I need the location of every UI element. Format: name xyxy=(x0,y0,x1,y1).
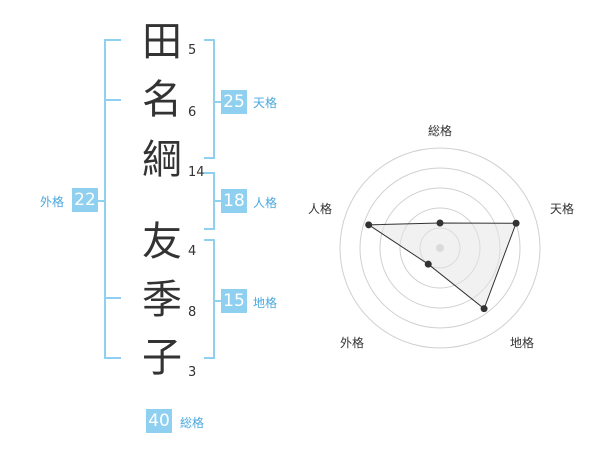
name-char-6: 子 xyxy=(142,335,182,381)
stroke-count-6: 3 xyxy=(188,365,197,380)
radar-points xyxy=(365,219,520,313)
stroke-count-3: 14 xyxy=(188,165,205,180)
stroke-count-1: 5 xyxy=(188,43,197,58)
stroke-count-2: 6 xyxy=(188,105,197,120)
radar-point-2 xyxy=(512,219,520,227)
gaikaku-label: 外格 xyxy=(40,195,65,209)
stroke-count-5: 8 xyxy=(188,305,197,320)
tenkaku-label: 天格 xyxy=(253,96,278,110)
name-char-3: 綱 xyxy=(142,137,182,183)
gaikaku-value: 22 xyxy=(72,188,98,212)
soukaku-value: 40 xyxy=(146,409,172,433)
name-char-2: 名 xyxy=(142,77,182,123)
radar-axis-label-jinkaku: 人格 xyxy=(308,202,333,216)
tenkaku-value: 25 xyxy=(221,90,247,114)
radar-grid xyxy=(339,147,541,349)
chikaku-label: 地格 xyxy=(253,296,278,310)
name-char-4: 友 xyxy=(142,219,182,265)
radar-point-1 xyxy=(436,219,444,227)
radar-point-5 xyxy=(365,221,373,229)
jinkaku-value: 18 xyxy=(221,189,247,213)
radar-polygon xyxy=(367,222,517,310)
soukaku-label: 総格 xyxy=(180,416,205,430)
radar-point-3 xyxy=(480,305,488,313)
radar-axis-label-soukaku: 総格 xyxy=(428,124,453,138)
chikaku-value: 15 xyxy=(221,289,247,313)
radar-point-4 xyxy=(424,260,432,268)
stroke-count-4: 4 xyxy=(188,244,197,259)
name-char-1: 田 xyxy=(142,19,182,65)
radar-axis-label-gaikaku: 外格 xyxy=(340,336,365,350)
radar-grid-ring-2 xyxy=(359,167,521,329)
radar-axis-label-chikaku: 地格 xyxy=(510,336,535,350)
radar-axis-label-tenkaku: 天格 xyxy=(550,202,575,216)
jinkaku-label: 人格 xyxy=(253,196,278,210)
name-char-5: 季 xyxy=(142,277,182,323)
radar-grid-ring-1 xyxy=(339,147,541,349)
